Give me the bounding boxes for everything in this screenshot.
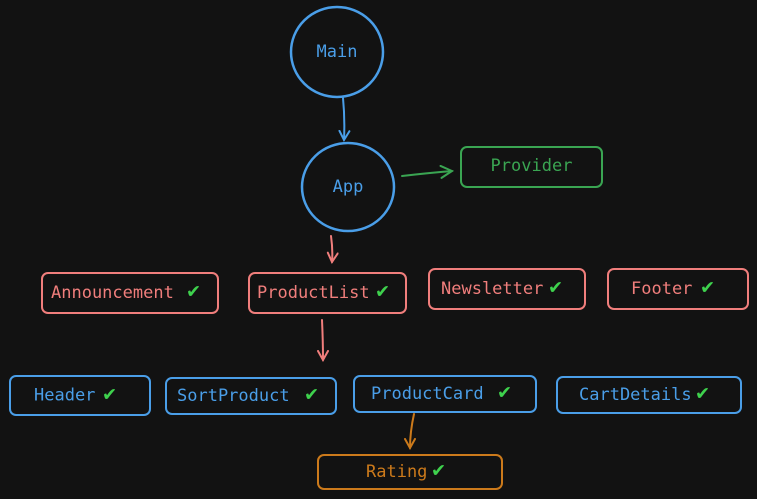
check-icon: ✔	[375, 282, 390, 303]
node-announcement: Announcement ✔	[41, 272, 219, 314]
node-sortproduct-label: SortProduct	[177, 386, 290, 406]
check-icon: ✔	[102, 385, 117, 406]
check-icon: ✔	[695, 384, 710, 405]
node-cartdetails-label: CartDetails	[579, 385, 692, 405]
check-icon: ✔	[700, 278, 715, 299]
node-footer: Footer ✔	[607, 268, 749, 310]
node-newsletter: Newsletter ✔	[428, 268, 586, 310]
node-footer-label: Footer	[631, 279, 692, 299]
node-main: Main	[289, 5, 385, 99]
node-rating: Rating ✔	[317, 454, 503, 490]
node-productcard-label: ProductCard	[371, 384, 484, 404]
node-header-label: Header	[34, 386, 95, 406]
node-productlist-label: ProductList	[257, 283, 370, 303]
node-sortproduct: SortProduct ✔	[165, 377, 337, 415]
check-icon: ✔	[431, 461, 446, 482]
node-app: App	[300, 141, 396, 233]
node-productcard: ProductCard ✔	[353, 375, 537, 413]
check-icon: ✔	[497, 383, 512, 404]
check-icon: ✔	[548, 278, 563, 299]
edge-productcard-to-rating	[410, 413, 414, 448]
node-rating-label: Rating	[366, 462, 427, 482]
node-cartdetails: CartDetails ✔	[556, 376, 742, 414]
check-icon: ✔	[186, 282, 201, 303]
check-icon: ✔	[304, 385, 319, 406]
edge-app-to-productlist	[331, 235, 332, 262]
node-app-label: App	[333, 177, 364, 197]
node-announcement-label: Announcement	[51, 283, 174, 303]
node-newsletter-label: Newsletter	[441, 279, 543, 299]
edges	[322, 97, 452, 448]
node-provider-label: Provider	[491, 156, 573, 176]
node-main-label: Main	[317, 42, 358, 62]
edge-app-to-provider	[401, 171, 452, 176]
node-header: Header ✔	[9, 375, 151, 416]
node-productlist: ProductList ✔	[248, 272, 407, 314]
edge-main-to-app	[343, 97, 344, 140]
edge-productlist-to-sortproduct	[322, 319, 323, 360]
node-provider: Provider	[460, 146, 603, 188]
